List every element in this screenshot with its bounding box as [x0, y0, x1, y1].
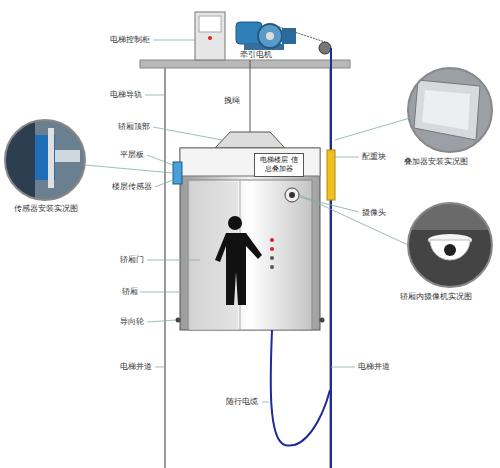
camera-photo [405, 200, 495, 290]
car-hanger [215, 132, 285, 148]
part-label: 电梯井道 [358, 362, 390, 372]
sheave-hub [266, 32, 274, 40]
sensor-photo [5, 120, 85, 200]
info-box: 电梯楼层 信息叠加器 [254, 153, 304, 177]
call-button [270, 256, 274, 260]
call-button [270, 265, 274, 269]
counterweight [327, 150, 335, 200]
photo-frame [408, 203, 492, 287]
leveling-plate [173, 162, 182, 184]
superimposer-photo [405, 65, 495, 155]
hoist-rope [270, 24, 325, 42]
counterweight-rope [330, 48, 332, 468]
part-label: 摄像头 [362, 208, 386, 218]
box-text: 电梯楼层 信息叠加器 [257, 156, 301, 174]
car-top [180, 148, 320, 176]
part-label: 轿厢 [122, 287, 138, 297]
part-label: 牵引电机 [240, 50, 272, 60]
photo-frame [408, 68, 492, 152]
part-label: 叠加器安装实况图 [404, 157, 468, 167]
part-label: 电梯控制柜 [110, 35, 150, 45]
cabinet-light [208, 36, 212, 40]
leader-lines [85, 40, 410, 402]
part-label: 传感器安装实况图 [14, 204, 78, 214]
camera-lens [289, 192, 295, 198]
motor-gearbox [282, 28, 296, 44]
part-label: 配重块 [362, 152, 386, 162]
part-label: 平层板 [120, 150, 144, 160]
traction-sheave [258, 24, 282, 48]
call-button [270, 238, 274, 242]
part-label: 楼层传感器 [112, 182, 152, 192]
car-camera [285, 188, 299, 202]
elevator-car [180, 148, 320, 330]
control-cabinet [195, 12, 225, 60]
call-button [270, 247, 274, 251]
part-label: 随行电缆 [226, 397, 258, 407]
part-label: 导向轮 [120, 317, 144, 327]
diverter-pulley [319, 42, 331, 54]
guide-wheel [320, 318, 325, 323]
part-label: 拽绳 [224, 96, 240, 106]
shaft-wall [164, 68, 166, 468]
part-label: 电梯井道 [120, 362, 152, 372]
machine-room-floor [140, 60, 350, 68]
traveling-cable [271, 330, 330, 446]
car-interior [188, 180, 312, 330]
part-label: 轿厢顶部 [118, 122, 150, 132]
part-label: 轿厢内摄像机实况图 [400, 292, 472, 302]
hoist-rope [250, 60, 251, 132]
person-head [228, 216, 242, 230]
part-label: 电梯导轨 [110, 90, 142, 100]
cabinet-panel [199, 16, 221, 32]
person-figure [215, 233, 262, 305]
photo-frame [5, 120, 85, 200]
guide-wheel [176, 318, 181, 323]
part-label: 轿厢门 [120, 255, 144, 265]
